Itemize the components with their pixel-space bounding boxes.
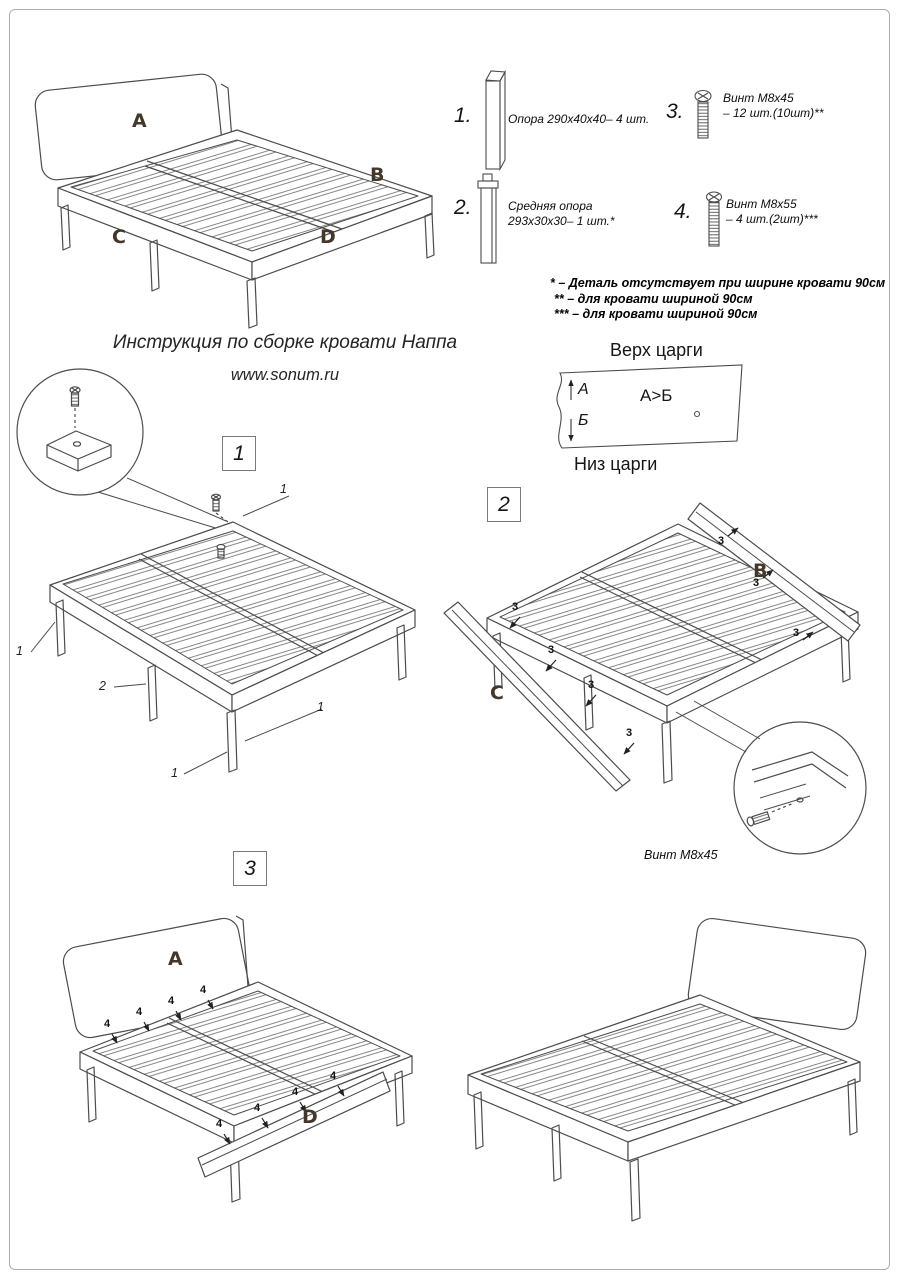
- page-title: Инструкция по сборке кровати Наппа: [112, 332, 458, 353]
- page-border: [9, 9, 890, 1270]
- website-text: www.sonum.ru: [230, 366, 340, 384]
- part4-name-line2: – 4 шт.(2шт)***: [726, 212, 818, 226]
- rail-letter-a: А: [578, 381, 589, 398]
- step3-screw-label-6: 4: [254, 1102, 261, 1114]
- part3-name-line1: Винт М8х45: [723, 91, 794, 105]
- note-line3: *** – для кровати шириной 90см: [554, 307, 758, 321]
- rail-bottom-label: Низ царги: [574, 454, 658, 474]
- step3-screw-label-4: 4: [200, 984, 207, 996]
- step3-screw-label-1: 4: [104, 1018, 111, 1030]
- step2-screw-label-2: 3: [548, 644, 555, 656]
- part4-number: 4.: [674, 200, 692, 223]
- step2-screw-label-4: 3: [626, 727, 633, 739]
- rail-formula: А>Б: [640, 386, 673, 405]
- step1-callout-leg-1: 1: [16, 644, 23, 658]
- part3-number: 3.: [666, 100, 684, 123]
- step3-screw-label-7: 4: [292, 1086, 299, 1098]
- assembled-bed-overview-drawing: [34, 73, 435, 329]
- step1-drawing: [16, 368, 416, 775]
- step1-callout-leg-3: 1: [317, 700, 324, 714]
- screw-m8x45-icon: [694, 89, 712, 139]
- rail-letter-b: Б: [578, 412, 589, 429]
- step3-screw-label-2: 4: [136, 1006, 143, 1018]
- step2-screw-label-7: 3: [793, 627, 800, 639]
- step2-label-c: C: [490, 682, 504, 704]
- part1-name: Опора 290х40х40– 4 шт.: [508, 112, 650, 126]
- step3-marker: 3: [233, 851, 267, 886]
- step2-screw-label-5: 3: [718, 535, 725, 547]
- step1-callout-mid-support: 2: [99, 679, 106, 693]
- step3-screw-label-3: 4: [168, 995, 175, 1007]
- step3-screw-label-5: 4: [216, 1118, 223, 1130]
- part2-name-line2: 293х30х30– 1 шт.*: [508, 214, 615, 228]
- step3-drawing: [62, 915, 413, 1203]
- overview-label-b: B: [370, 164, 385, 186]
- note-line2: ** – для кровати шириной 90см: [554, 292, 753, 306]
- mid-support-drawing: [477, 173, 499, 264]
- finished-bed-drawing: [467, 917, 867, 1222]
- rail-top-label: Верх царги: [610, 340, 703, 360]
- step3-screw-label-8: 4: [330, 1070, 337, 1082]
- step2-label-b: B: [753, 560, 768, 582]
- step2-screw-label-3: 3: [588, 679, 595, 691]
- step2-screw-label-1: 3: [512, 601, 519, 613]
- part2-name-line1: Средняя опора: [508, 199, 593, 213]
- magnifier-circle: [733, 721, 867, 855]
- step2-callout-text: Винт М8х45: [644, 848, 718, 862]
- overview-label-d: D: [320, 226, 336, 248]
- step3-label-a: A: [168, 948, 183, 970]
- magnifier-circle: [16, 368, 144, 496]
- step3-label-d: D: [302, 1106, 318, 1128]
- leg-support-drawing: [485, 69, 506, 172]
- note-line1: * – Деталь отсутствует при ширине кроват…: [550, 276, 886, 290]
- part3-name-line2: – 12 шт.(10шт)**: [723, 106, 824, 120]
- part4-name-line1: Винт М8х55: [726, 197, 797, 211]
- step1-callout-leg-4: 1: [171, 766, 178, 780]
- screw-m8x55-icon: [705, 191, 723, 247]
- overview-label-c: C: [112, 226, 126, 248]
- overview-label-a: A: [132, 110, 147, 132]
- step1-callout-leg-2: 1: [280, 482, 287, 496]
- part1-number: 1.: [454, 104, 472, 127]
- step2-marker: 2: [487, 487, 521, 522]
- rail-profile-drawing: [556, 364, 743, 449]
- step2-drawing: [443, 502, 867, 855]
- step1-marker: 1: [222, 436, 256, 471]
- step2-screw-label-6: 3: [753, 577, 760, 589]
- part2-number: 2.: [454, 196, 472, 219]
